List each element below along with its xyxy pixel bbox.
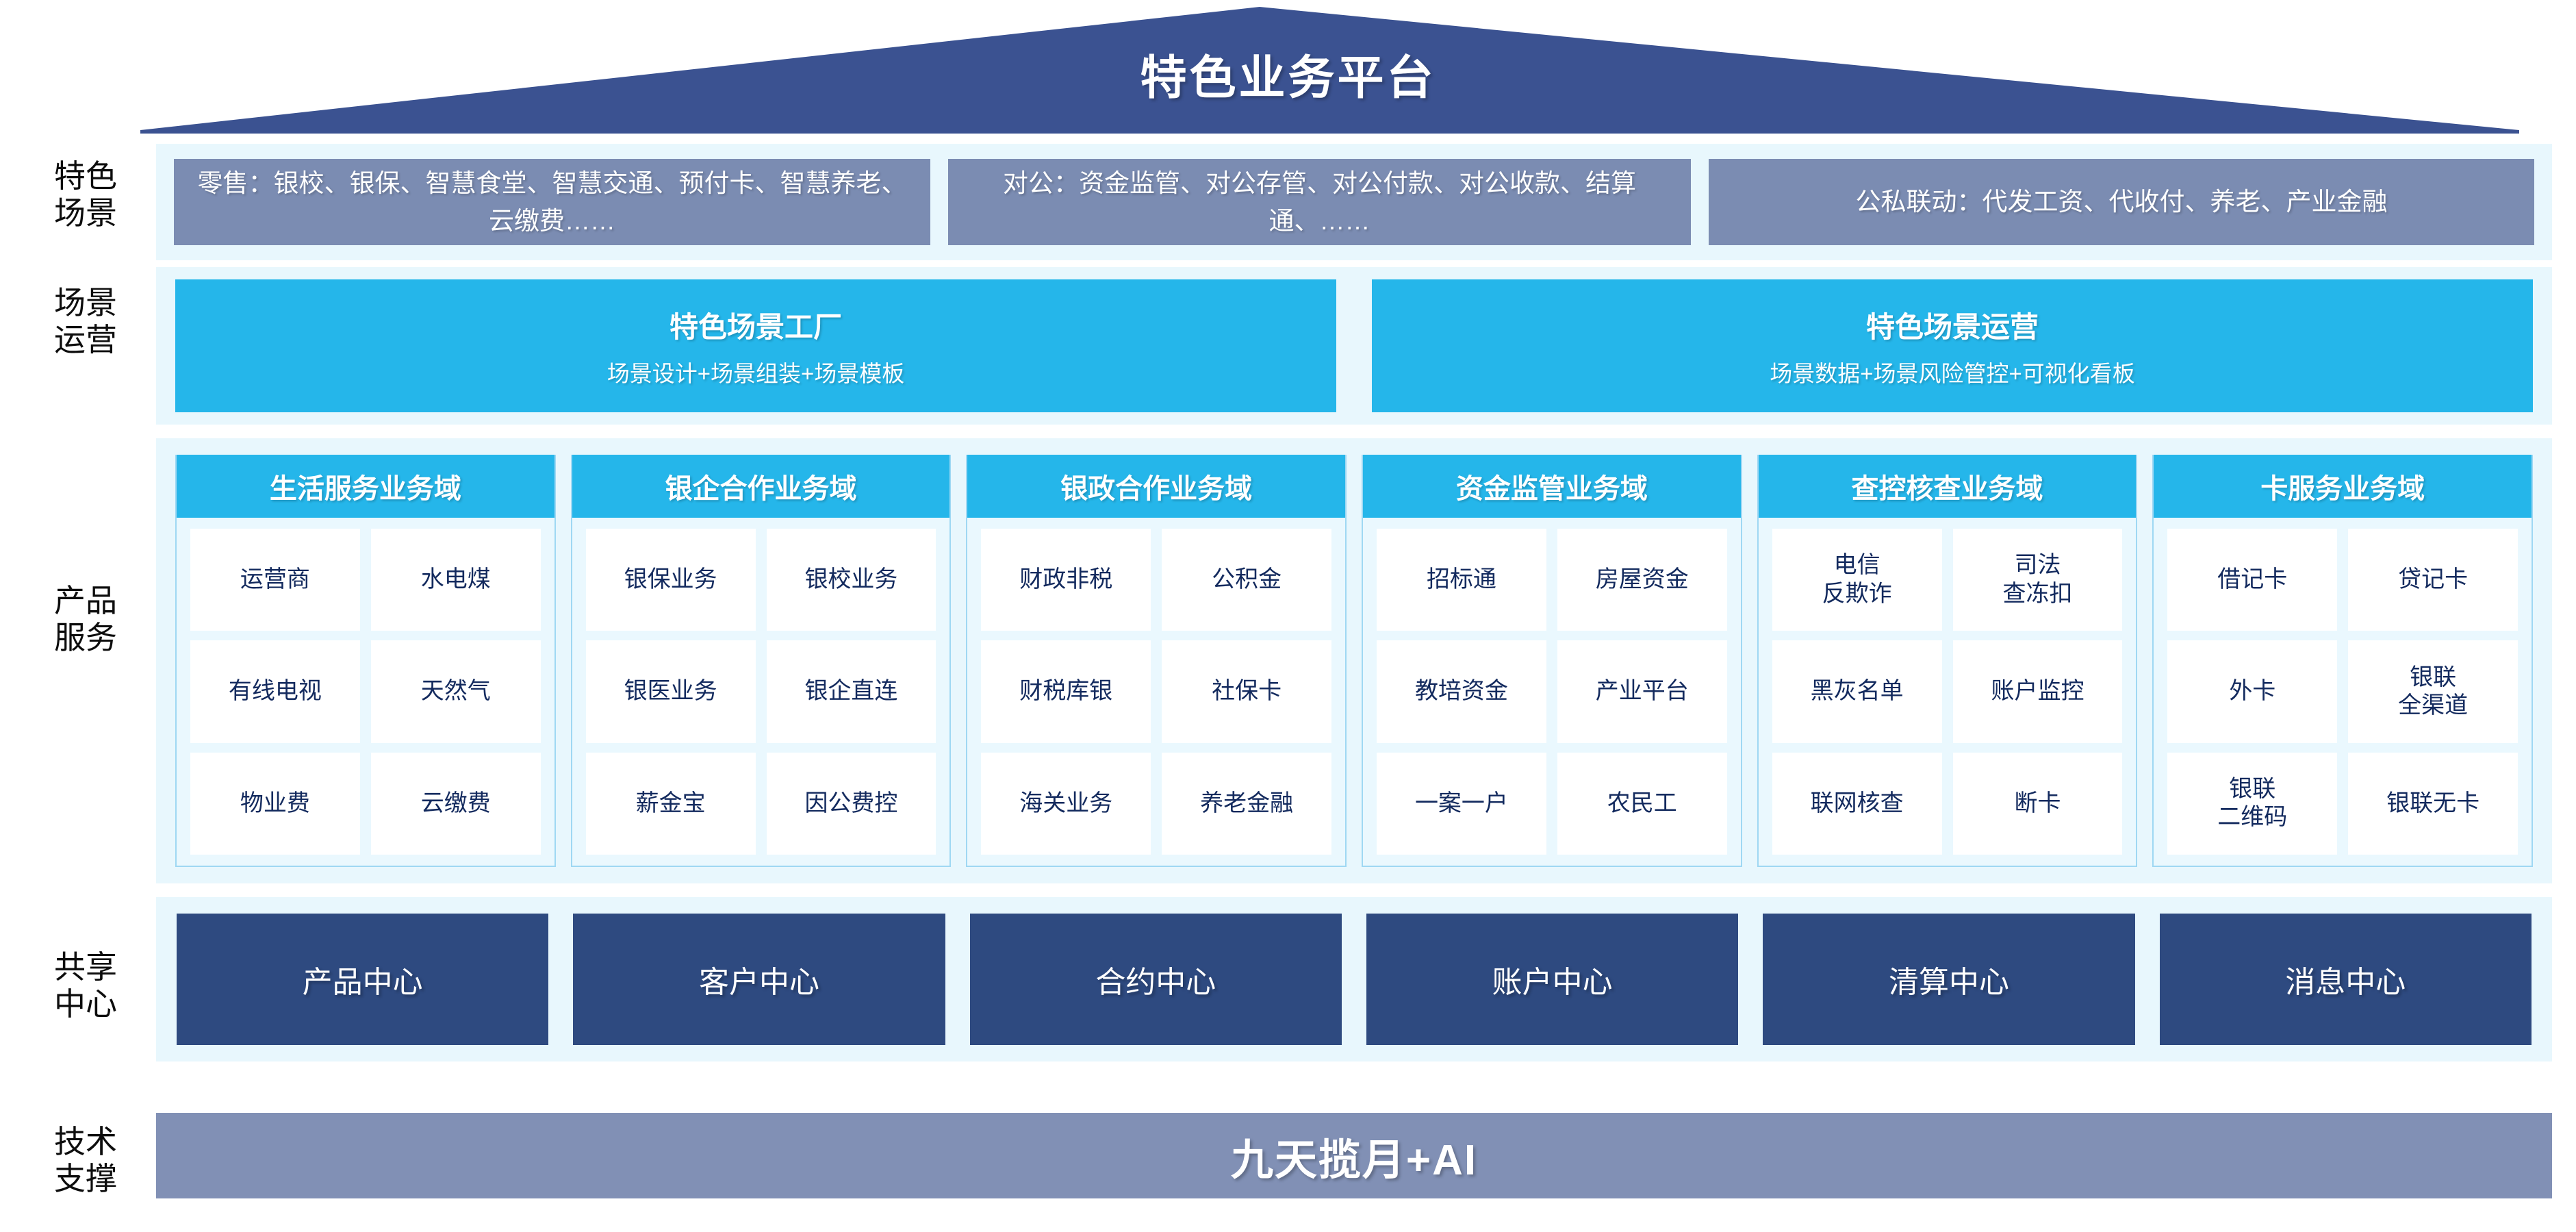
product-row: 电信 反欺诈 司法 查冻扣 (1772, 529, 2123, 631)
products-band: 生活服务业务域 运营商 水电煤 有线电视 天然气 物业费 云缴费 银企合作业务域 (156, 438, 2552, 883)
product-row: 海关业务 养老金融 (981, 752, 1332, 855)
product-card-bank-government[interactable]: 银政合作业务域 财政非税 公积金 财税库银 社保卡 海关业务 养老金融 (966, 455, 1347, 867)
product-card-title: 银企合作业务域 (572, 455, 950, 518)
row-label-tech-support: 技术 支撑 (54, 1124, 117, 1197)
product-card-title: 生活服务业务域 (177, 455, 554, 518)
product-row: 银联 二维码 银联无卡 (2167, 752, 2518, 855)
product-item[interactable]: 银保业务 (585, 529, 756, 631)
shared-center-contract[interactable]: 合约中心 (969, 914, 1342, 1045)
product-card-card-service[interactable]: 卡服务业务域 借记卡 贷记卡 外卡 银联 全渠道 银联 二维码 银联无卡 (2152, 455, 2534, 867)
product-item[interactable]: 银医业务 (585, 640, 756, 743)
product-row: 有线电视 天然气 (190, 640, 541, 743)
operations-band: 特色场景工厂 场景设计+场景组装+场景模板 特色场景运营 场景数据+场景风险管控… (156, 267, 2552, 425)
row-label-operations: 场景 运营 (54, 285, 117, 358)
product-item[interactable]: 公积金 (1162, 529, 1332, 631)
product-item[interactable]: 产业平台 (1557, 640, 1727, 743)
product-item[interactable]: 银联 二维码 (2167, 752, 2338, 855)
platform-roof-header: 特色业务平台 (0, 0, 2576, 144)
roof-shape (140, 7, 2519, 134)
product-card-title: 卡服务业务域 (2154, 455, 2532, 518)
shared-center-message[interactable]: 消息中心 (2159, 914, 2532, 1045)
scenario-box-linkage[interactable]: 公私联动：代发工资、代收付、养老、产业金融 (1709, 159, 2534, 245)
product-card-title: 资金监管业务域 (1363, 455, 1741, 518)
product-item[interactable]: 海关业务 (981, 752, 1151, 855)
product-item[interactable]: 物业费 (190, 752, 360, 855)
product-row: 一案一户 农民工 (1377, 752, 1727, 855)
product-item[interactable]: 水电煤 (370, 529, 541, 631)
operation-subtitle: 场景设计+场景组装+场景模板 (607, 360, 905, 386)
product-row: 银医业务 银企直连 (585, 640, 936, 743)
operation-subtitle: 场景数据+场景风险管控+可视化看板 (1770, 360, 2135, 386)
product-row: 物业费 云缴费 (190, 752, 541, 855)
product-item[interactable]: 社保卡 (1162, 640, 1332, 743)
page-title: 特色业务平台 (1140, 52, 1436, 104)
product-row: 黑灰名单 账户监控 (1772, 640, 2123, 743)
scenario-box-corporate[interactable]: 对公：资金监管、对公存管、对公付款、对公收款、结算通、…… (948, 159, 1691, 245)
shared-center-clearing[interactable]: 清算中心 (1763, 914, 2135, 1045)
scenario-box-retail[interactable]: 零售：银校、银保、智慧食堂、智慧交通、预付卡、智慧养老、云缴费…… (174, 159, 930, 245)
product-card-bank-enterprise[interactable]: 银企合作业务域 银保业务 银校业务 银医业务 银企直连 薪金宝 因公费控 (570, 455, 952, 867)
product-item[interactable]: 有线电视 (190, 640, 360, 743)
product-row: 薪金宝 因公费控 (585, 752, 936, 855)
product-card-investigation[interactable]: 查控核查业务域 电信 反欺诈 司法 查冻扣 黑灰名单 账户监控 联网核查 断卡 (1757, 455, 2138, 867)
product-item[interactable]: 云缴费 (370, 752, 541, 855)
product-row: 联网核查 断卡 (1772, 752, 2123, 855)
product-item[interactable]: 电信 反欺诈 (1772, 529, 1942, 631)
product-item[interactable]: 财税库银 (981, 640, 1151, 743)
product-item[interactable]: 外卡 (2167, 640, 2338, 743)
product-row: 招标通 房屋资金 (1377, 529, 1727, 631)
product-item[interactable]: 天然气 (370, 640, 541, 743)
product-row: 教培资金 产业平台 (1377, 640, 1727, 743)
product-item[interactable]: 运营商 (190, 529, 360, 631)
product-card-title: 银政合作业务域 (967, 455, 1346, 518)
tech-support-band: 九天揽月+AI (156, 1113, 2552, 1198)
product-item[interactable]: 农民工 (1557, 752, 1727, 855)
product-item[interactable]: 一案一户 (1377, 752, 1546, 855)
product-item[interactable]: 银校业务 (766, 529, 936, 631)
product-item[interactable]: 财政非税 (981, 529, 1151, 631)
product-item[interactable]: 教培资金 (1377, 640, 1546, 743)
operation-title: 特色场景工厂 (669, 310, 842, 343)
product-item[interactable]: 银联 全渠道 (2348, 640, 2518, 743)
product-item[interactable]: 因公费控 (766, 752, 936, 855)
product-item[interactable]: 黑灰名单 (1772, 640, 1942, 743)
product-item[interactable]: 贷记卡 (2348, 529, 2518, 631)
operation-box-scene-factory[interactable]: 特色场景工厂 场景设计+场景组装+场景模板 (175, 279, 1336, 412)
product-item[interactable]: 联网核查 (1772, 752, 1942, 855)
product-item[interactable]: 借记卡 (2167, 529, 2338, 631)
product-row: 财税库银 社保卡 (981, 640, 1332, 743)
row-label-shared-centers: 共享 中心 (54, 949, 117, 1022)
operation-box-scene-operation[interactable]: 特色场景运营 场景数据+场景风险管控+可视化看板 (1372, 279, 2533, 412)
product-item[interactable]: 薪金宝 (585, 752, 756, 855)
product-item[interactable]: 银联无卡 (2348, 752, 2518, 855)
product-row: 财政非税 公积金 (981, 529, 1332, 631)
product-item[interactable]: 账户监控 (1952, 640, 2123, 743)
product-row: 借记卡 贷记卡 (2167, 529, 2518, 631)
product-item[interactable]: 司法 查冻扣 (1952, 529, 2123, 631)
product-card-title: 查控核查业务域 (1758, 455, 2137, 518)
scenarios-band: 零售：银校、银保、智慧食堂、智慧交通、预付卡、智慧养老、云缴费…… 对公：资金监… (156, 144, 2552, 260)
row-label-products: 产品 服务 (54, 583, 117, 656)
product-row: 银保业务 银校业务 (585, 529, 936, 631)
tech-support-bar[interactable]: 九天揽月+AI (156, 1113, 2552, 1198)
product-item[interactable]: 招标通 (1377, 529, 1546, 631)
product-card-fund-supervision[interactable]: 资金监管业务域 招标通 房屋资金 教培资金 产业平台 一案一户 农民工 (1362, 455, 1742, 867)
product-item[interactable]: 银企直连 (766, 640, 936, 743)
operation-title: 特色场景运营 (1865, 310, 2039, 343)
product-item[interactable]: 断卡 (1952, 752, 2123, 855)
shared-center-customer[interactable]: 客户中心 (573, 914, 945, 1045)
product-item[interactable]: 房屋资金 (1557, 529, 1727, 631)
product-item[interactable]: 养老金融 (1162, 752, 1332, 855)
product-row: 运营商 水电煤 (190, 529, 541, 631)
product-card-life-service[interactable]: 生活服务业务域 运营商 水电煤 有线电视 天然气 物业费 云缴费 (175, 455, 556, 867)
shared-center-product[interactable]: 产品中心 (177, 914, 549, 1045)
product-row: 外卡 银联 全渠道 (2167, 640, 2518, 743)
shared-center-account[interactable]: 账户中心 (1366, 914, 1739, 1045)
shared-centers-band: 产品中心 客户中心 合约中心 账户中心 清算中心 消息中心 (156, 897, 2552, 1061)
row-label-scenarios: 特色 场景 (54, 158, 117, 231)
